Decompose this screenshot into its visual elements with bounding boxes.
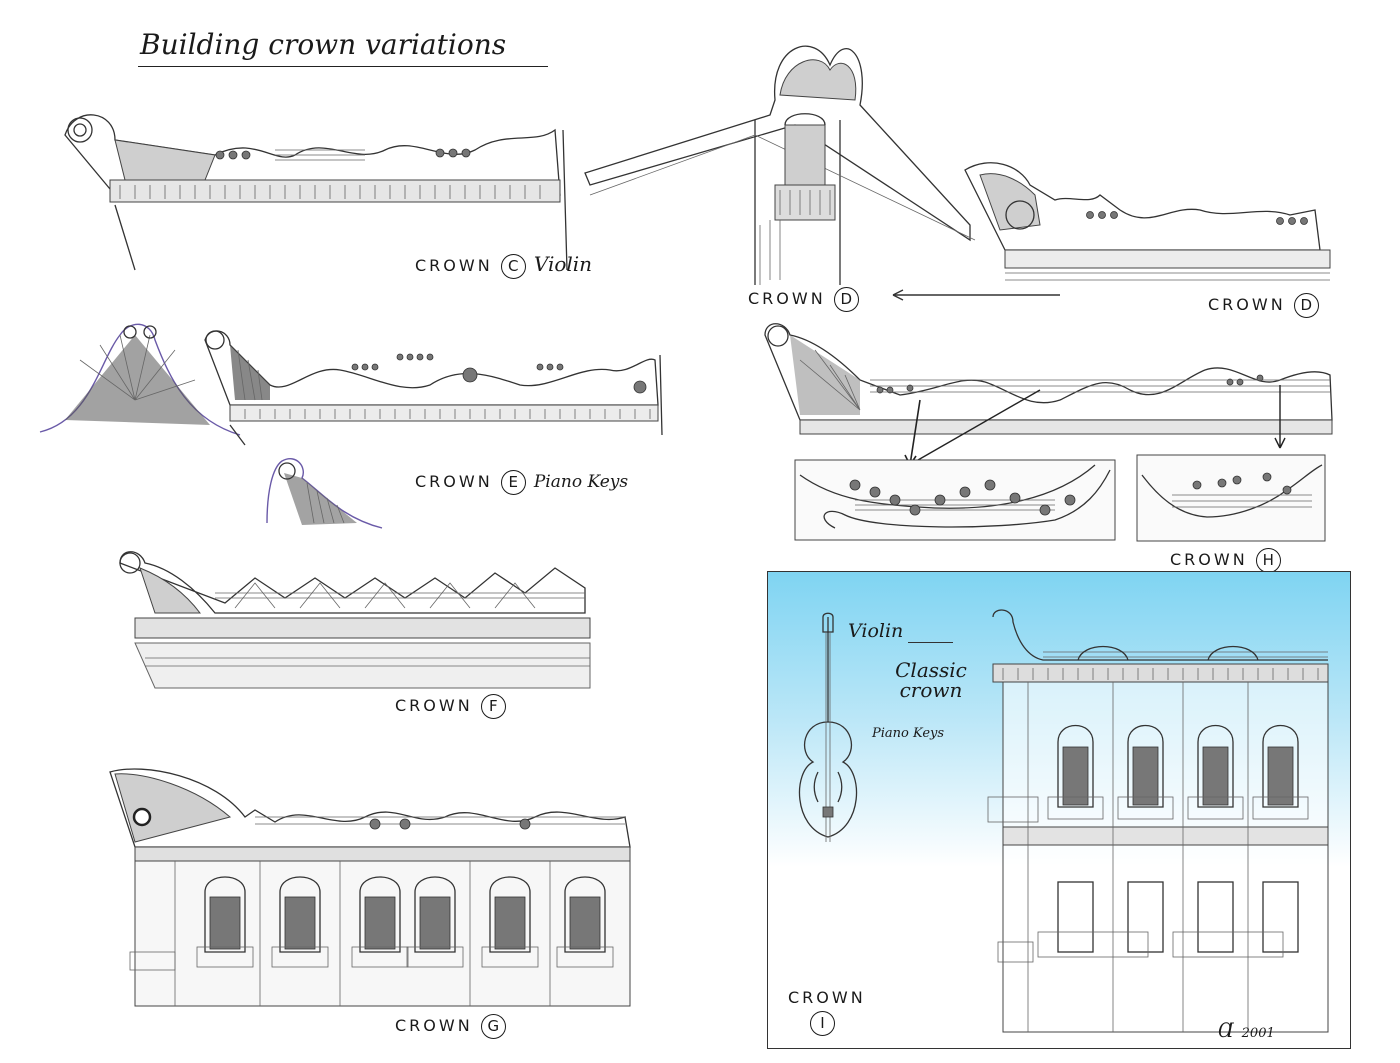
crown-h-letter: H (1255, 548, 1281, 573)
crown-e-note: Piano Keys (533, 472, 629, 492)
title-underline (138, 66, 548, 67)
crown-e-label: CROWN E Piano Keys (415, 470, 628, 495)
crown-c-note: Violin (533, 252, 593, 276)
note-violin: Violin (848, 620, 904, 642)
crown-e-sketch (204, 330, 663, 446)
crown-h-label: CROWN H (1170, 548, 1281, 573)
piano-keys-scroll-sketch (266, 458, 383, 529)
crown-f-letter: F (480, 694, 506, 719)
crown-c-letter: C (500, 254, 526, 279)
crown-d-left-label: CROWN D (748, 287, 859, 312)
crown-d-right-letter: D (1293, 293, 1319, 318)
crown-f-sketch (119, 551, 591, 689)
piano-fan-sketch (39, 323, 241, 436)
crown-e-letter: E (500, 470, 526, 495)
crown-g-letter: G (480, 1014, 506, 1039)
crown-g-sketch (109, 768, 631, 1007)
crown-c-label: CROWN C Violin (415, 252, 592, 279)
crown-d-corner-sketch (584, 45, 976, 285)
crown-h-detail-right (1136, 454, 1326, 542)
crown-f-label: CROWN F (395, 694, 506, 719)
sheet-title: Building crown variations (140, 28, 507, 61)
crown-i-letter: I (810, 1011, 835, 1036)
crown-g-label: CROWN G (395, 1014, 506, 1039)
crown-d-side-sketch (964, 162, 1331, 281)
arrow-left-icon (892, 289, 1060, 301)
crown-d-right-label: CROWN D (1208, 293, 1319, 318)
crown-h-detail-left (794, 459, 1116, 541)
note-classic-crown: Classic crown (895, 658, 967, 702)
crown-i-label: CROWN I (788, 988, 863, 1036)
crown-d-left-letter: D (833, 287, 859, 312)
crown-c-sketch (64, 114, 568, 271)
crown-i-panel: Violin Classic crown Piano Keys (767, 571, 1351, 1049)
violin-icon (798, 612, 858, 842)
note-piano-keys: Piano Keys (872, 726, 945, 741)
crown-i-building-sketch (987, 609, 1329, 1033)
crown-h-sketch (764, 323, 1333, 466)
